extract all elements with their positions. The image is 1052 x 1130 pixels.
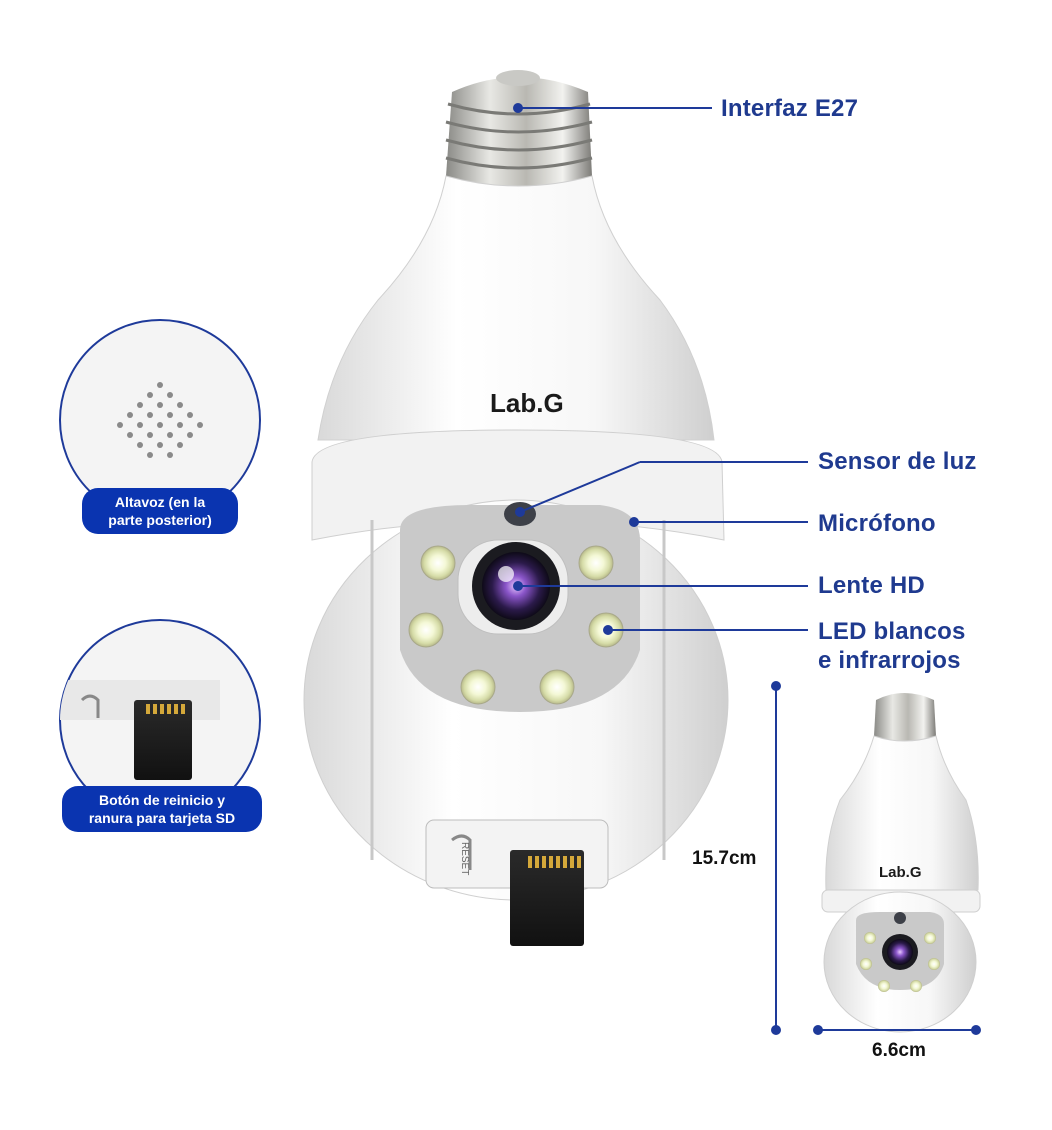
callout-lens: Lente HD (818, 572, 925, 599)
small-camera (821, 693, 981, 1033)
speaker-badge: Altavoz (en la parte posterior) (82, 488, 238, 534)
sd-card (510, 850, 584, 946)
speaker-badge-line1: Altavoz (en la (114, 494, 206, 510)
speaker-inset (59, 319, 261, 521)
reset-slot-label: RESET (459, 842, 470, 876)
reset-badge-line1: Botón de reinicio y (98, 792, 225, 808)
led-array (408, 545, 624, 705)
reset-badge: Botón de reinicio y ranura para tarjeta … (62, 786, 262, 832)
callout-microphone: Micrófono (818, 510, 936, 537)
speaker-badge-line2: parte posterior) (108, 512, 212, 528)
callout-light-sensor: Sensor de luz (818, 448, 977, 475)
main-camera (303, 70, 729, 946)
width-dimension: 6.6cm (872, 1040, 926, 1061)
e27-thread (445, 70, 593, 186)
reset-inset (59, 619, 261, 821)
height-dimension: 15.7cm (692, 848, 757, 869)
upper-housing (317, 175, 715, 441)
reset-badge-line2: ranura para tarjeta SD (88, 810, 236, 826)
callout-leds-line2: e infrarrojos (818, 647, 961, 674)
callout-interface: Interfaz E27 (721, 95, 859, 122)
callout-leds-line1: LED blancos (818, 618, 966, 645)
brand-logo-small: Lab.G (879, 864, 922, 881)
dimension-lines (771, 681, 981, 1035)
leader-lines (513, 103, 808, 635)
brand-logo: Lab.G (490, 388, 564, 418)
